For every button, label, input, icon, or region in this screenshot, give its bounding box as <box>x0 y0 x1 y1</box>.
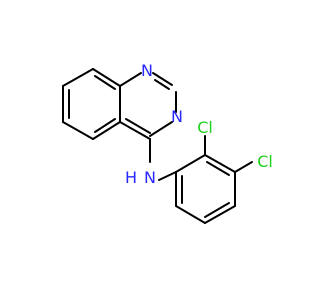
bond <box>94 118 116 133</box>
bond <box>125 118 151 134</box>
amine-nitrogen-label: N <box>144 168 156 187</box>
bond <box>92 68 121 87</box>
nitrogen-label-n1: N <box>141 61 153 80</box>
bond <box>154 79 170 90</box>
bond <box>149 121 173 137</box>
bond <box>204 205 236 224</box>
bond <box>152 72 173 86</box>
bond <box>119 72 142 87</box>
bond <box>204 202 230 218</box>
bonds <box>62 68 253 224</box>
bond <box>158 171 177 181</box>
chlorine-label-3: Cl <box>257 152 273 171</box>
molecule-structure: N N N H Cl Cl <box>62 61 273 224</box>
chlorine-label-2: Cl <box>197 118 213 137</box>
amine-hydrogen-label: H <box>125 168 137 187</box>
bond <box>175 154 206 173</box>
atom-labels: N N N H Cl Cl <box>125 61 273 187</box>
bond <box>62 68 94 87</box>
bond <box>175 205 206 224</box>
bond <box>234 161 253 173</box>
bond <box>92 121 121 140</box>
bond <box>94 75 116 90</box>
nitrogen-label-n3: N <box>171 107 183 126</box>
bond <box>206 161 230 176</box>
bond <box>204 154 236 173</box>
bond <box>119 121 151 140</box>
bond <box>62 121 94 140</box>
